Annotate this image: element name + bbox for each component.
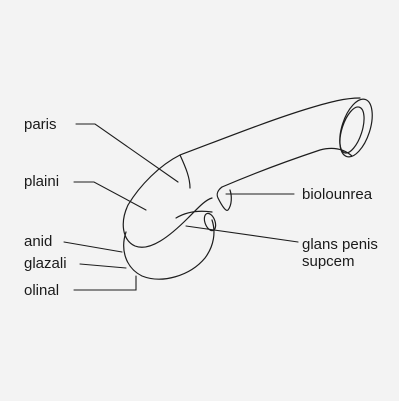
- label-olinal: olinal: [24, 282, 60, 299]
- lower-bulb-outline: [123, 219, 215, 280]
- label-glans-penis: glans penis: [302, 236, 378, 253]
- glans-body-outline: [122, 154, 213, 248]
- leader-olinal: [73, 275, 137, 291]
- label-biolounrea: biolounrea: [302, 186, 373, 203]
- shaft-lower-outline: [221, 147, 353, 188]
- leader-plaini: [73, 181, 147, 211]
- glans-inner-fold: [179, 154, 191, 189]
- leader-anid: [63, 241, 123, 253]
- leader-glazali: [79, 263, 127, 269]
- label-anid: anid: [24, 233, 53, 250]
- shaft-notch: [216, 186, 232, 211]
- label-plaini: plaini: [24, 173, 60, 190]
- shaft-upper-outline: [179, 97, 361, 156]
- tip-ring-inner: [339, 106, 365, 154]
- leader-glans: [185, 225, 299, 243]
- tip-ring-outer: [339, 98, 373, 158]
- ridge-line: [175, 210, 213, 219]
- label-glazali: glazali: [24, 255, 67, 272]
- label-paris: paris: [24, 116, 57, 133]
- leader-paris: [75, 123, 179, 183]
- center-oval: [203, 212, 217, 232]
- label-supcem: supcem: [302, 253, 355, 270]
